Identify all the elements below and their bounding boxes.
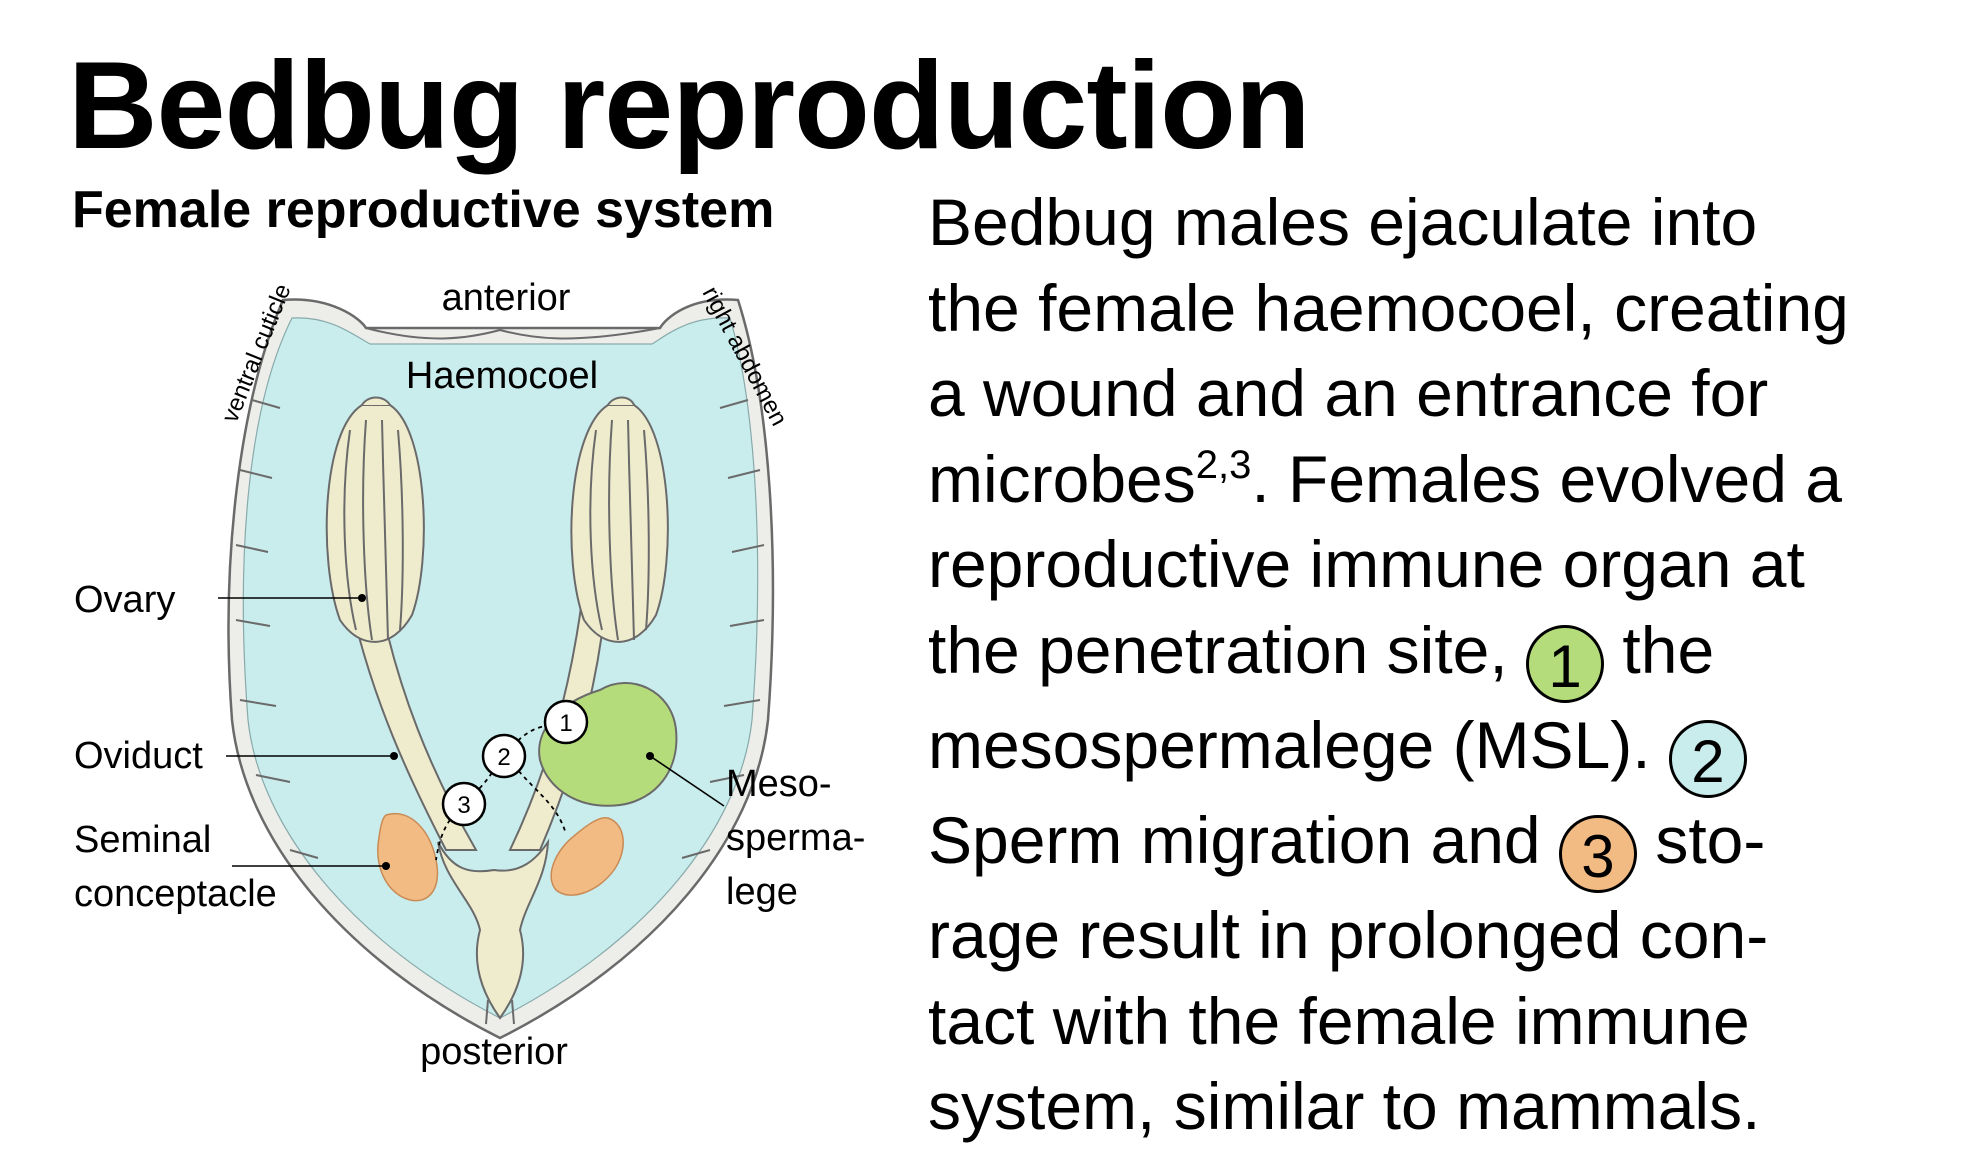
oviduct-point	[390, 752, 398, 760]
badge-1: 1	[1526, 624, 1605, 703]
text-fragment: Sperm migration and	[928, 802, 1541, 877]
reproductive-system-diagram: 1 2 3 anterior Haemocoel posterior ventr…	[0, 260, 920, 1120]
oviduct-label: Oviduct	[74, 735, 203, 777]
ovary-point	[358, 594, 366, 602]
svg-text:1: 1	[559, 710, 572, 737]
figure-subtitle: Female reproductive system	[72, 181, 775, 239]
msl-label-line2: sperma-	[726, 817, 865, 859]
badge-3: 3	[1558, 814, 1637, 893]
posterior-label: posterior	[420, 1031, 568, 1073]
anterior-label: anterior	[442, 277, 571, 319]
svg-text:3: 3	[457, 792, 470, 819]
text-line: mesospermalege (MSL). 2	[928, 703, 1958, 798]
citation-superscript: 2,3	[1195, 442, 1252, 487]
badge-2: 2	[1668, 719, 1747, 798]
marker-1: 1	[543, 699, 589, 745]
marker-2: 2	[481, 733, 527, 779]
ovary-left	[325, 396, 425, 643]
msl-point	[646, 752, 654, 760]
msl-label-line1: Meso-	[726, 763, 832, 805]
oviduct-left	[348, 599, 478, 851]
leader-lines	[218, 597, 725, 867]
text-line: tact with the female immune	[928, 983, 1750, 1058]
text-line: the female haemocoel, creating	[928, 270, 1849, 345]
seminal-conceptacle-right	[550, 816, 624, 896]
text-fragment: the	[1622, 612, 1715, 687]
anterior-margin	[365, 327, 661, 340]
haemocoel-label: Haemocoel	[406, 355, 598, 397]
seminal-label-line1: Seminal	[74, 819, 211, 861]
msl-label-line3: lege	[726, 871, 798, 913]
text-line: Bedbug males ejaculate into	[928, 185, 1758, 259]
segment-marks-right	[681, 399, 765, 859]
text-line: Sperm migration and 3 sto-	[928, 798, 1958, 893]
ovary-right	[570, 396, 669, 643]
text-fragment: the penetration site,	[928, 612, 1508, 687]
text-line: reproductive immune organ at	[928, 527, 1805, 602]
text-line: rage result in prolonged con-	[928, 897, 1769, 972]
description-text: Bedbug males ejaculate into the female h…	[928, 180, 1958, 1150]
text-fragment: . Females evolved a	[1251, 441, 1842, 516]
text-line: system, similar to mammals.	[928, 1069, 1761, 1144]
conceptacle-point	[382, 862, 390, 870]
seminal-conceptacle-left	[377, 813, 439, 902]
page-title: Bedbug reproduction	[68, 37, 1311, 175]
text-line: the penetration site, 1 the	[928, 608, 1958, 703]
ovary-label: Ovary	[74, 579, 175, 621]
svg-text:2: 2	[497, 744, 510, 771]
seminal-label-line2: conceptacle	[74, 873, 277, 915]
segment-marks-left	[235, 399, 319, 859]
text-fragment: mesospermalege (MSL).	[928, 707, 1651, 782]
text-fragment: sto-	[1655, 802, 1766, 877]
common-oviduct	[437, 838, 550, 1020]
marker-3: 3	[441, 781, 487, 827]
genital-opening	[485, 999, 515, 1025]
text-fragment: microbes	[928, 441, 1196, 516]
text-line: a wound and an entrance for	[928, 356, 1769, 431]
text-line: microbes2,3. Females evolved a	[928, 437, 1958, 523]
